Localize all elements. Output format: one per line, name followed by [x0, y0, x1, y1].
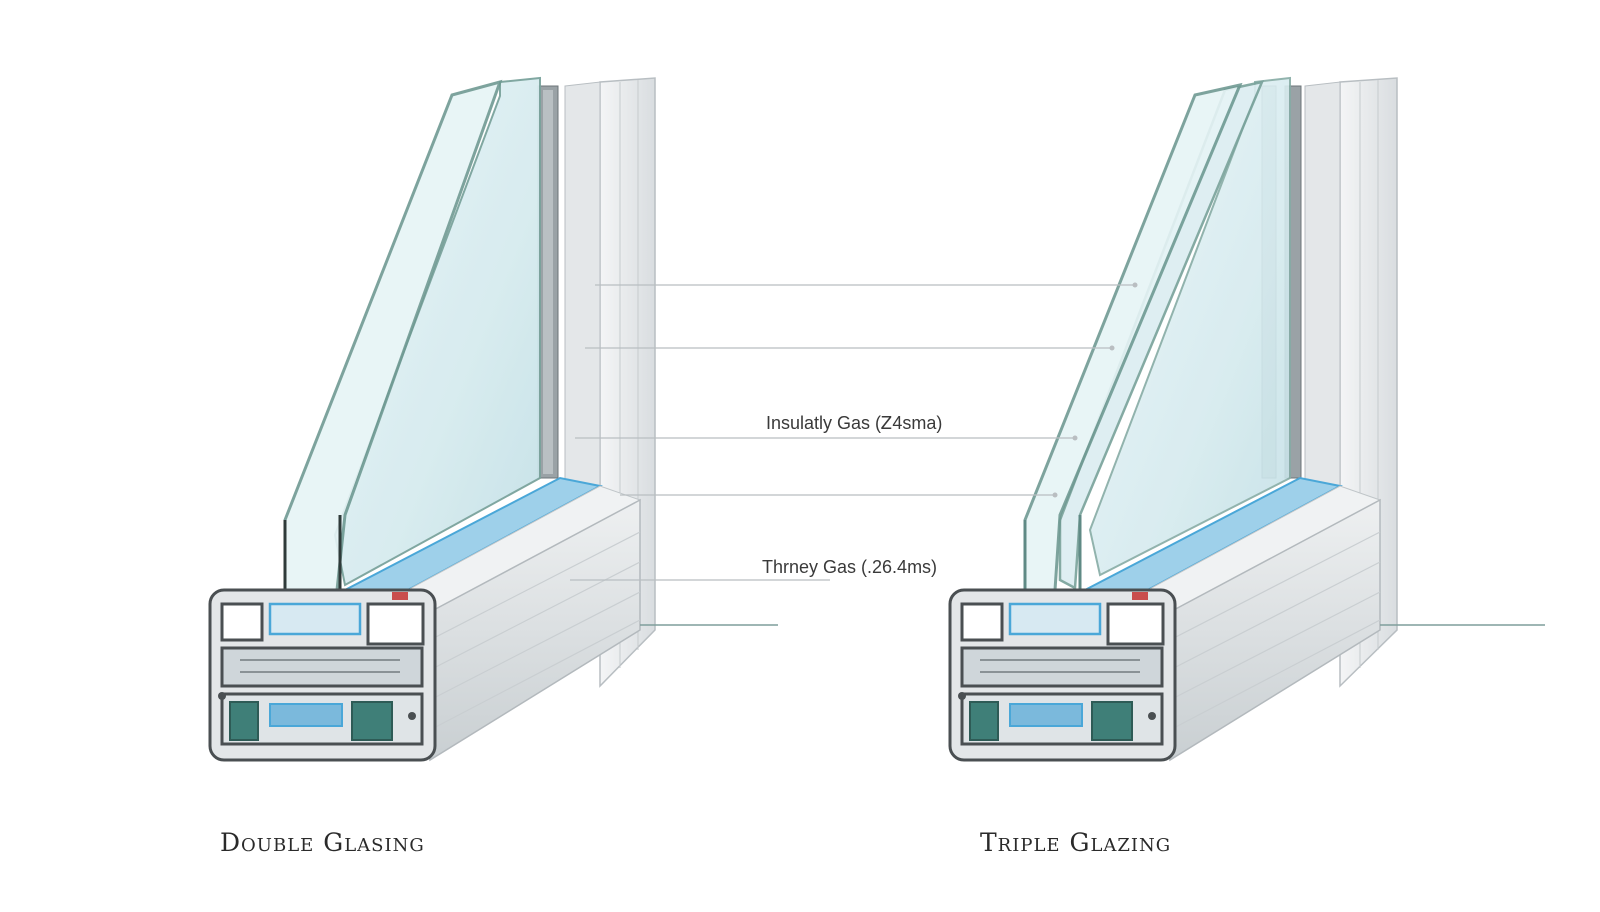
leader-point: [1132, 282, 1138, 288]
frame-inner-rail: [564, 81, 601, 506]
triple-glazing-caption: Triple Glazing: [980, 828, 1172, 857]
frame-cross-section: [948, 588, 1177, 762]
double-glazing-section-illustration: [208, 76, 778, 762]
leader-point: [1109, 345, 1115, 351]
inner-glass-pane: [333, 76, 541, 587]
leader-lines: [570, 284, 1135, 581]
frame-cross-section: [208, 588, 437, 762]
gas-annotation-2: Thrney Gas (.26.4ms): [756, 557, 944, 578]
double-glazing-caption: Double Glasing: [220, 828, 425, 857]
gas-annotation-1: Insulatly Gas (Ꮓ4sma): [760, 413, 949, 434]
triple-glazing-section-illustration: [948, 76, 1545, 762]
frame-inner-rail: [1304, 81, 1341, 506]
leader-point: [1072, 435, 1078, 441]
leader-point: [1052, 492, 1058, 498]
